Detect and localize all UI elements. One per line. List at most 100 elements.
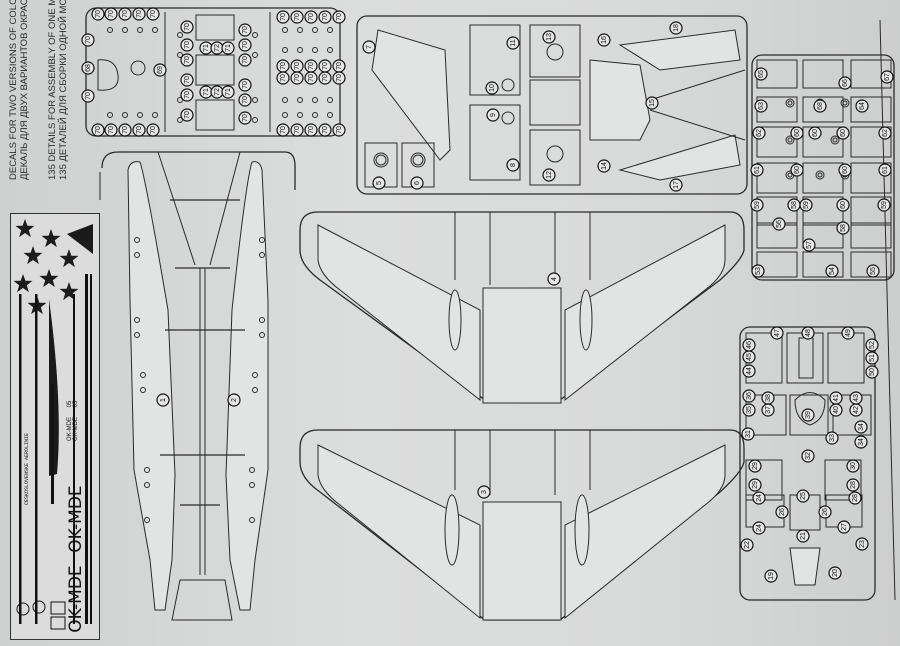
engine-nacelle: [579, 289, 593, 351]
svg-text:69: 69: [157, 66, 164, 74]
svg-text:71: 71: [225, 44, 232, 52]
svg-text:16: 16: [601, 36, 608, 44]
part-number-label: 70: [104, 123, 118, 137]
svg-text:20: 20: [832, 569, 839, 577]
engine-nacelle: [448, 289, 462, 351]
registration-large: OK-MDE: [66, 565, 86, 632]
wing-upper-right: [564, 444, 726, 620]
svg-text:34: 34: [858, 438, 865, 446]
svg-text:27: 27: [841, 523, 848, 531]
svg-text:2: 2: [231, 398, 238, 402]
part-number-label: 59: [750, 198, 764, 212]
svg-text:7: 7: [366, 45, 373, 49]
svg-text:62: 62: [882, 129, 889, 137]
part-number-label: 70: [318, 71, 332, 85]
sprue-details-top: [751, 54, 895, 281]
svg-text:63: 63: [758, 102, 765, 110]
wing-upper-center: [482, 501, 562, 621]
svg-text:70: 70: [336, 74, 343, 82]
part-number-label: 70: [132, 7, 146, 21]
svg-text:31: 31: [745, 430, 752, 438]
svg-text:71: 71: [203, 88, 210, 96]
svg-text:58: 58: [791, 201, 798, 209]
svg-text:70: 70: [136, 126, 143, 134]
svg-text:57: 57: [806, 241, 813, 249]
svg-text:52: 52: [869, 341, 876, 349]
part-number-label: 48: [801, 326, 815, 340]
part-number-label: 1: [156, 393, 170, 407]
part-number-label: 7: [362, 40, 376, 54]
part-number-label: 70: [180, 108, 194, 122]
part-number-label: 29: [748, 478, 762, 492]
part-number-label: 70: [276, 123, 290, 137]
part-number-label: 24: [752, 521, 766, 535]
svg-text:41: 41: [833, 394, 840, 402]
svg-text:23: 23: [859, 540, 866, 548]
svg-text:51: 51: [869, 354, 876, 362]
svg-text:70: 70: [294, 62, 301, 70]
svg-text:70: 70: [184, 76, 191, 84]
svg-text:19: 19: [768, 572, 775, 580]
svg-text:6: 6: [414, 181, 421, 185]
svg-text:50: 50: [869, 368, 876, 376]
fuselage-half-1: [127, 161, 176, 611]
svg-text:35: 35: [746, 406, 753, 414]
svg-text:70: 70: [322, 74, 329, 82]
decal-sheet: CESKOSLOVENSKE AEROLINIE OK-MDE OK-MDE O…: [10, 213, 100, 640]
part-number-label: 66: [838, 76, 852, 90]
engine-nacelle: [574, 494, 590, 566]
sprue-upper-wing: [299, 429, 745, 621]
wing-upper-left: [317, 444, 481, 620]
svg-text:60: 60: [812, 129, 819, 137]
svg-text:26: 26: [779, 508, 786, 516]
svg-text:12: 12: [546, 171, 553, 179]
svg-text:70: 70: [336, 126, 343, 134]
part-number-label: 58: [787, 198, 801, 212]
star-decal: [39, 269, 59, 288]
svg-text:67: 67: [884, 73, 891, 81]
part-number-label: 70: [91, 7, 105, 21]
part-number-label: 70: [118, 123, 132, 137]
wing-lower-right: [564, 224, 726, 402]
svg-text:28: 28: [850, 481, 857, 489]
svg-text:70: 70: [95, 126, 102, 134]
part-number-label: 3: [477, 485, 491, 499]
part-number-label: 29: [748, 459, 762, 473]
svg-text:21: 21: [800, 532, 807, 540]
svg-text:40: 40: [833, 406, 840, 414]
part-number-label: 68: [81, 61, 95, 75]
svg-text:70: 70: [336, 62, 343, 70]
part-number-label: 34: [854, 420, 868, 434]
svg-text:49: 49: [845, 329, 852, 337]
sprue-fuselage: [99, 151, 296, 621]
engine-nacelle: [444, 494, 460, 566]
svg-text:43: 43: [853, 394, 860, 402]
svg-text:70: 70: [136, 10, 143, 18]
part-number-label: 16: [597, 33, 611, 47]
part-number-label: 70: [81, 89, 95, 103]
sprue-tail-gear: [356, 15, 748, 195]
part-number-label: 23: [855, 537, 869, 551]
svg-text:70: 70: [85, 36, 92, 44]
part-number-label: 70: [290, 123, 304, 137]
part-number-label: 72: [210, 85, 224, 99]
svg-text:64: 64: [859, 102, 866, 110]
wheel-decal: [16, 602, 30, 616]
part-number-label: 36: [742, 389, 756, 403]
svg-text:70: 70: [85, 92, 92, 100]
part-number-label: 70: [276, 10, 290, 24]
svg-text:70: 70: [95, 10, 102, 18]
part-number-label: 70: [238, 111, 252, 125]
svg-text:17: 17: [673, 181, 680, 189]
part-number-label: 70: [104, 7, 118, 21]
svg-text:60: 60: [840, 201, 847, 209]
fuselage-half-2: [225, 161, 269, 611]
part-number-label: 26: [818, 505, 832, 519]
part-number-label: 71: [199, 85, 213, 99]
svg-text:70: 70: [280, 62, 287, 70]
part-number-label: 20: [828, 566, 842, 580]
svg-text:42: 42: [853, 406, 860, 414]
star-decal: [59, 249, 79, 268]
svg-text:61: 61: [754, 166, 761, 174]
